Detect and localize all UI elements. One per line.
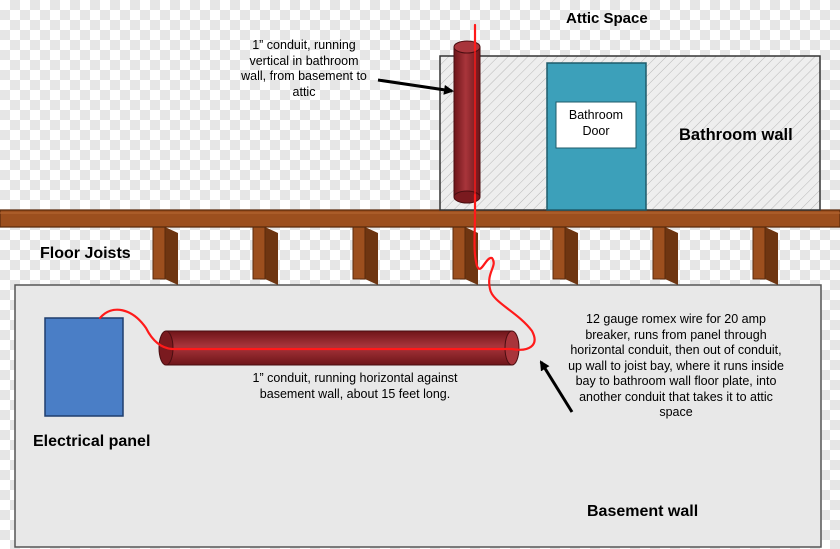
basement-wall-label: Basement wall	[587, 503, 699, 520]
romex-wire-note: 12 gauge romex wire for 20 amp breaker, …	[568, 312, 784, 419]
basement-wall	[14, 284, 822, 548]
floor-joists	[152, 226, 778, 285]
arrow-to-vertical-conduit	[377, 78, 454, 95]
bathroom-wall-label: Bathroom wall	[679, 126, 793, 144]
bathroom-door-label: Bathroom Door	[568, 108, 624, 138]
vertical-conduit	[453, 40, 481, 204]
attic-space-label: Attic Space	[566, 10, 648, 27]
arrow-to-wire-exit	[539, 360, 574, 413]
joist	[152, 226, 178, 285]
electrical-panel	[44, 317, 124, 417]
bathroom-door-label-box	[555, 101, 637, 149]
floor-plate	[0, 209, 840, 228]
romex-wire	[98, 23, 536, 351]
horizontal-conduit-note: 1” conduit, running horizontal against b…	[252, 371, 458, 401]
floor-joists-label: Floor Joists	[40, 245, 131, 262]
joist	[352, 226, 378, 285]
vertical-conduit-note: 1” conduit, running vertical in bathroom…	[241, 38, 367, 99]
joist	[752, 226, 778, 285]
electrical-panel-label: Electrical panel	[33, 433, 151, 450]
joist	[252, 226, 278, 285]
joist	[652, 226, 678, 285]
joist	[552, 226, 578, 285]
